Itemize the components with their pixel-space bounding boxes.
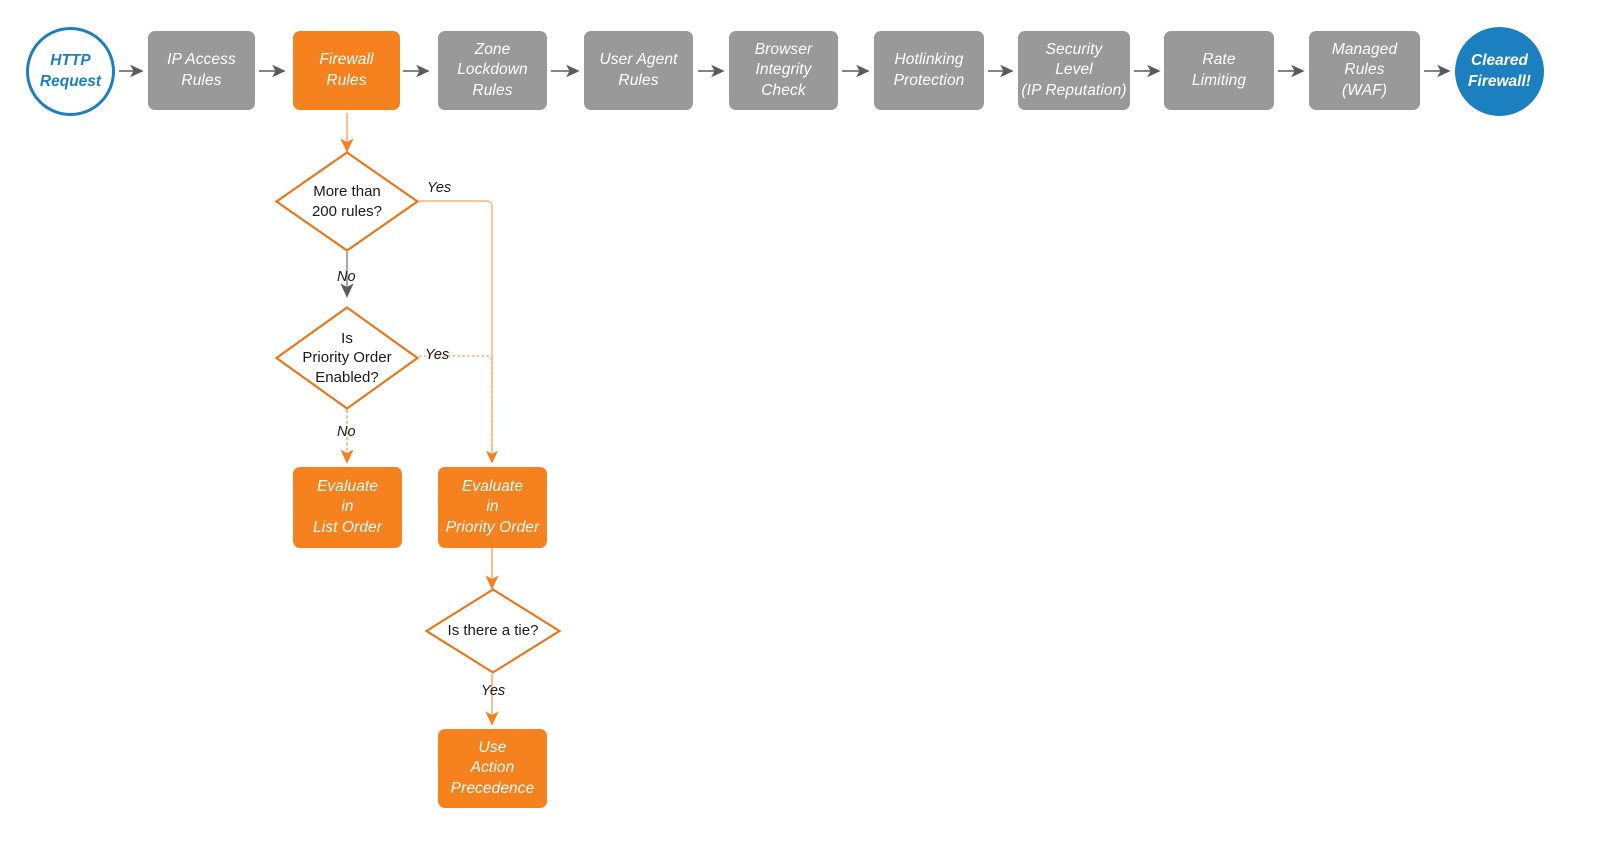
pipeline-node-cleared-firewall[interactable]: Cleared Firewall! [1455,27,1544,116]
node-label: Rate Limiting [1191,51,1247,89]
node-label: Zone Lockdown Rules [457,40,528,99]
pipeline-node-firewall-rules[interactable]: Firewall Rules [293,31,400,110]
pipeline-node-ip-access-rules[interactable]: IP Access Rules [148,31,255,110]
decision-more-than-200-rules[interactable]: More than 200 rules? [274,151,420,252]
outcome-evaluate-list-order[interactable]: Evaluate in List Order [293,467,402,548]
node-label: IP Access Rules [167,51,236,89]
pipeline-node-zone-lockdown-rules[interactable]: Zone Lockdown Rules [438,31,547,110]
decision-label: More than 200 rules? [311,183,383,220]
node-label: Hotlinking Protection [893,51,965,89]
edge-label-priority-enabled-yes: Yes [425,347,450,363]
node-label: Cleared Firewall! [1468,52,1531,90]
node-label: Browser Integrity Check [754,40,813,99]
node-label: User Agent Rules [599,51,678,89]
node-label: Evaluate in Priority Order [445,477,540,536]
pipeline-node-http-request[interactable]: HTTP Request [26,27,115,116]
decision-label: Is there a tie? [447,622,539,640]
node-label: Managed Rules (WAF) [1331,40,1398,99]
edge-label-tie-yes: Yes [481,683,506,699]
pipeline-node-managed-rules-waf[interactable]: Managed Rules (WAF) [1309,31,1420,110]
decision-priority-order-enabled[interactable]: Is Priority Order Enabled? [274,306,420,410]
pipeline-node-browser-integrity-check[interactable]: Browser Integrity Check [729,31,838,110]
node-label: Evaluate in List Order [312,477,383,536]
outcome-use-action-precedence[interactable]: Use Action Precedence [438,729,547,808]
node-label: HTTP Request [39,52,102,90]
pipeline-node-user-agent-rules[interactable]: User Agent Rules [584,31,693,110]
node-label: Use Action Precedence [450,738,535,797]
pipeline-node-hotlinking-protection[interactable]: Hotlinking Protection [874,31,984,110]
edge-label-more-than-200-no: No [337,269,356,285]
outcome-evaluate-priority-order[interactable]: Evaluate in Priority Order [438,467,547,548]
decision-is-there-a-tie[interactable]: Is there a tie? [424,588,562,674]
node-label: Firewall Rules [319,51,374,89]
edge-label-more-than-200-yes: Yes [427,180,452,196]
decision-label: Is Priority Order Enabled? [302,329,392,386]
node-label: Security Level (IP Reputation) [1021,40,1127,99]
edge-label-priority-enabled-no: No [337,424,356,440]
pipeline-node-rate-limiting[interactable]: Rate Limiting [1164,31,1274,110]
pipeline-node-security-level[interactable]: Security Level (IP Reputation) [1018,31,1130,110]
